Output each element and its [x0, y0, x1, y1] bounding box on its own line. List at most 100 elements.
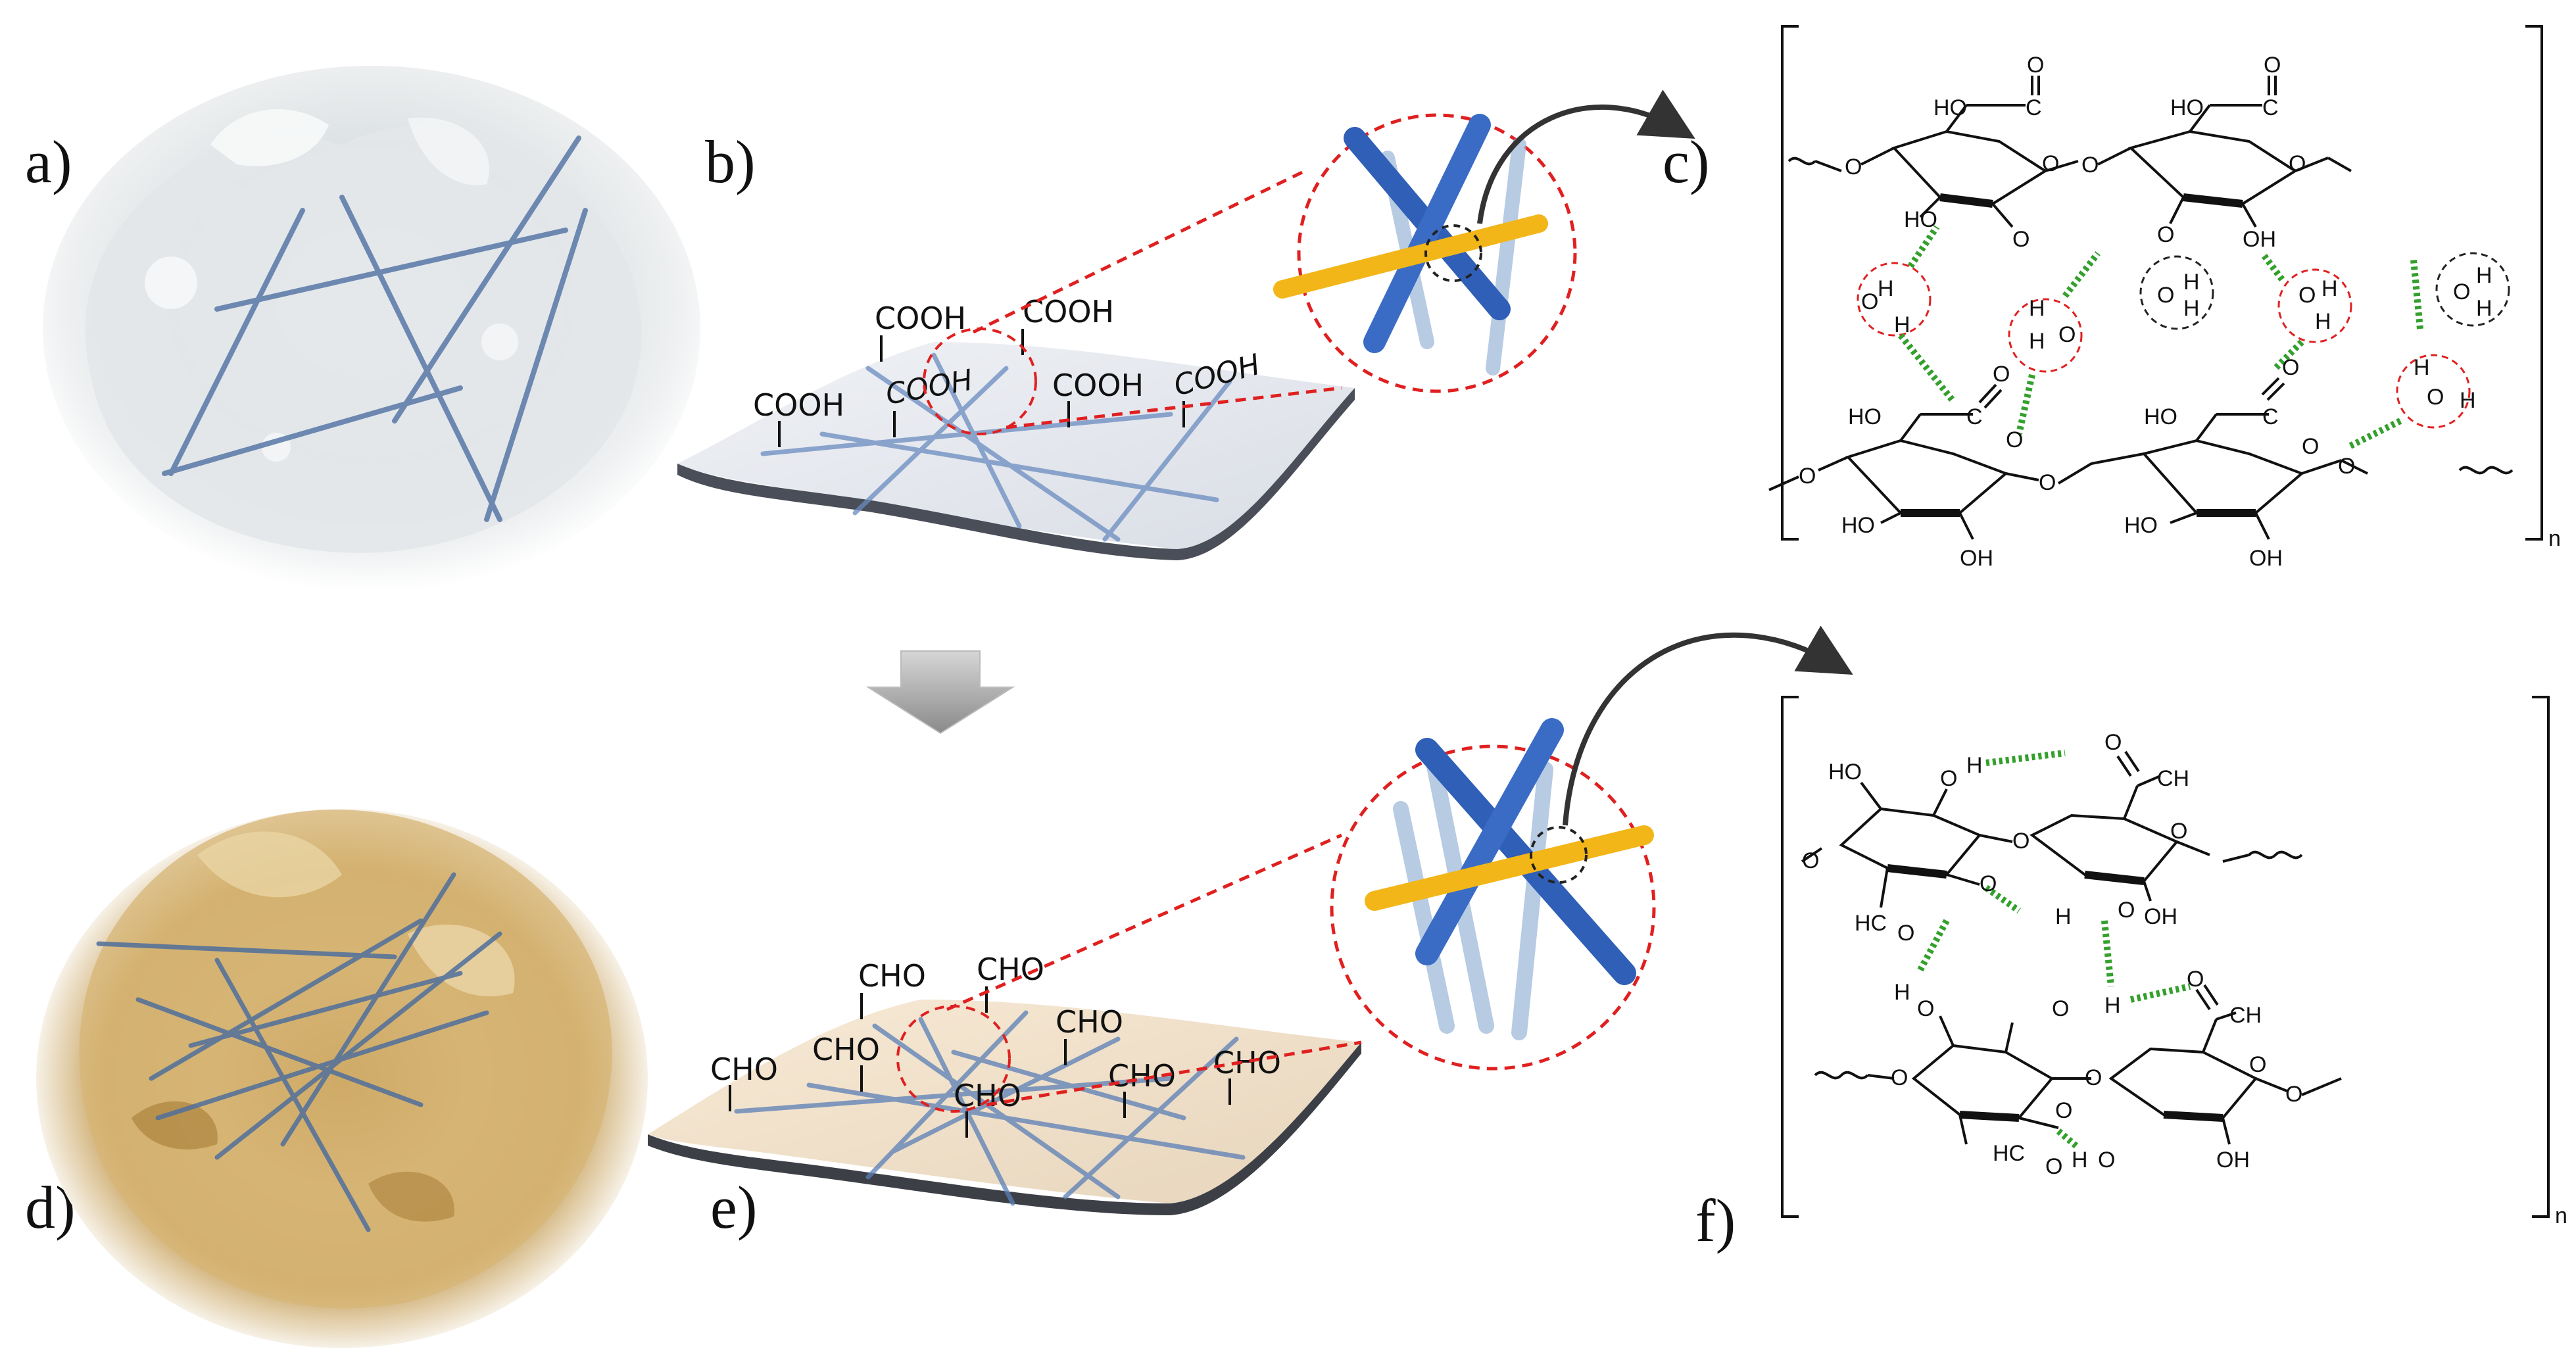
acid-ho-2: HO — [2170, 95, 2204, 120]
f-label-30: O — [1802, 848, 1819, 873]
cho-group-5: CHO — [1056, 1004, 1123, 1040]
acid-ho-1: HO — [1933, 95, 1967, 120]
cho-group-1: CHO — [710, 1052, 778, 1087]
acid-o-1: O — [2027, 53, 2044, 78]
f-label-15: O — [1917, 996, 1934, 1021]
fiber-network-d — [96, 872, 502, 1232]
water-h-12: H — [2460, 388, 2476, 413]
cooh-group-3: COOH — [1023, 294, 1114, 329]
linker-o-6: O — [2039, 470, 2056, 495]
water-h-3: H — [2029, 296, 2045, 321]
f-label-13: O — [2118, 898, 2135, 923]
water-h-4: H — [2029, 329, 2045, 354]
f-label-16: H — [2104, 993, 2121, 1018]
hydroxyl-bottom-3: HO — [2124, 513, 2158, 538]
water-h-9: H — [2476, 263, 2492, 288]
panel-label-a: a) — [25, 128, 72, 195]
ring-o-4: O — [2302, 434, 2319, 459]
acid-o-4: O — [2282, 355, 2299, 380]
water-h-11: H — [2414, 355, 2430, 380]
water-h-5: H — [2183, 270, 2200, 295]
f-label-4: O — [2104, 730, 2122, 755]
repeat-n-f: n — [2555, 1203, 2567, 1228]
f-label-29: O — [1891, 1065, 1908, 1090]
f-label-5: CH — [2157, 766, 2189, 791]
cho-fiber-sheet: CHO CHO CHO CHO CHO CHO CHO CHO — [648, 833, 1362, 1215]
hydroxyl-top-1: HO — [1904, 207, 1937, 232]
linker-o-2: O — [2012, 227, 2029, 252]
f-label-28: O — [2285, 1082, 2302, 1107]
linker-o-3: O — [2081, 153, 2099, 178]
water-o-3: O — [2157, 283, 2174, 308]
water-h-1: H — [1878, 276, 1894, 301]
panel-label-c: c) — [1663, 128, 1710, 195]
water-o-2: O — [2058, 322, 2076, 347]
hydroxyl-bottom-1: HO — [1841, 513, 1875, 538]
f-label-20: HC — [1993, 1141, 2025, 1166]
linker-o-5: O — [1799, 464, 1816, 489]
water-h-6: H — [2183, 296, 2200, 321]
water-h-7: H — [2321, 276, 2338, 301]
cooh-fiber-sheet: COOH COOH COOH COOH COOH COOH — [677, 170, 1355, 560]
f-label-18: CH — [2229, 1003, 2262, 1028]
f-label-21: O — [2045, 1154, 2062, 1179]
fiber-network-a — [162, 135, 588, 522]
acid-c-3: C — [1966, 404, 1983, 429]
cho-group-8: CHO — [1213, 1045, 1281, 1080]
brown-hydrogel-photo — [36, 809, 648, 1348]
panel-label-f: f) — [1695, 1187, 1736, 1254]
f-label-22: H — [2072, 1148, 2088, 1173]
acid-o-3: O — [1993, 362, 2010, 387]
water-o-6: O — [2427, 385, 2444, 410]
f-label-24: OH — [2216, 1148, 2250, 1173]
water-h-10: H — [2476, 296, 2492, 321]
f-label-25: O — [2055, 1098, 2072, 1123]
f-label-7: O — [2012, 829, 2029, 854]
f-label-26: O — [2085, 1065, 2102, 1090]
cho-group-6: CHO — [954, 1078, 1021, 1113]
panel-label-e: e) — [710, 1174, 758, 1241]
linker-o-1: O — [1845, 155, 1862, 180]
f-label-8: HC — [1855, 911, 1887, 936]
f-label-17: O — [2052, 996, 2069, 1021]
zoom-circle-bottom — [1330, 625, 1853, 1071]
f-label-1: HO — [1828, 760, 1862, 785]
water-h-2: H — [1894, 312, 1910, 337]
f-label-9: O — [1897, 921, 1914, 946]
repeat-n-c: n — [2548, 526, 2561, 551]
f-label-23: O — [2098, 1148, 2115, 1173]
cho-group-3: CHO — [812, 1032, 880, 1067]
acid-c-1: C — [2026, 95, 2042, 120]
acid-ho-4: HO — [2144, 404, 2177, 429]
f-label-2: O — [1940, 766, 1957, 791]
ring-o-2: O — [2289, 151, 2306, 176]
ring-o-1: O — [2042, 151, 2059, 176]
cooh-group-5: COOH — [1052, 368, 1144, 403]
panel-label-b: b) — [705, 128, 756, 195]
structure-f-labels: HO O H O CH O O HC O H O OH O H O H O CH… — [1802, 730, 2567, 1228]
cooh-group-1: COOH — [753, 387, 844, 423]
cooh-group-2: COOH — [875, 301, 966, 336]
f-label-12: OH — [2144, 904, 2177, 929]
hydroxyl-bottom-2: OH — [1960, 546, 1993, 571]
structure-c — [1768, 25, 2543, 541]
water-o-1: O — [1861, 289, 1878, 314]
linker-o-4: O — [2157, 222, 2174, 247]
acid-c-4: C — [2262, 404, 2279, 429]
cho-group-4: CHO — [977, 952, 1044, 987]
f-label-11: O — [1980, 871, 1997, 896]
f-label-19: O — [2187, 967, 2204, 992]
structure-f — [1781, 696, 2550, 1218]
f-label-6: O — [2170, 819, 2187, 844]
zoom-circle-top — [1273, 89, 1695, 393]
structure-c-labels: O HO C O O HO O O HO C O O O OH H O H H … — [1799, 53, 2561, 571]
water-o-5: O — [2453, 279, 2470, 304]
f-label-10: H — [2055, 904, 2072, 929]
ring-o-3: O — [2006, 427, 2023, 452]
hydroxyl-bottom-4: OH — [2249, 546, 2283, 571]
transformation-arrow — [865, 650, 1015, 735]
linker-o-7: O — [2338, 454, 2355, 479]
acid-o-2: O — [2264, 53, 2281, 78]
